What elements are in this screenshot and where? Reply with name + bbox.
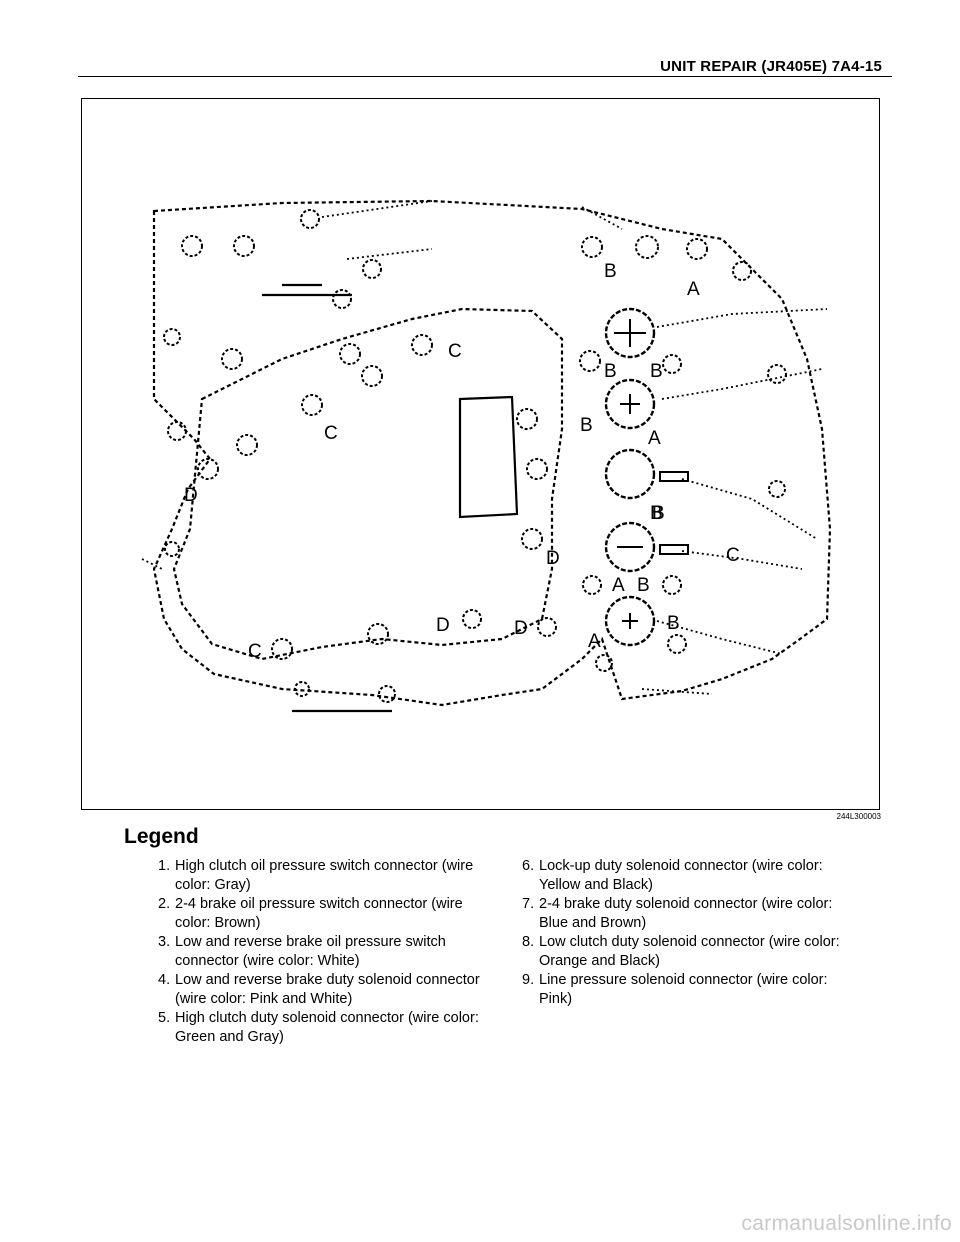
header-rule xyxy=(78,76,892,77)
callout-label: B xyxy=(652,503,665,524)
figure-id: 244L300003 xyxy=(836,812,882,821)
callout-label: A xyxy=(588,631,601,652)
legend-item: 7. 2-4 brake duty solenoid connector (wi… xyxy=(522,896,833,931)
legend-item: 2. 2-4 brake oil pressure switch connect… xyxy=(158,896,463,931)
upper-channel xyxy=(262,283,352,297)
legend-item: 3. Low and reverse brake oil pressure sw… xyxy=(158,934,446,969)
legend-item: 4. Low and reverse brake duty solenoid c… xyxy=(158,972,480,1007)
callout-label: C xyxy=(726,545,740,566)
callout-label: B xyxy=(650,503,663,524)
legend-item: 1. High clutch oil pressure switch conne… xyxy=(158,858,474,893)
figure-frame: B A B B B A B D C C C D D D A B A B B C xyxy=(81,98,880,810)
legend-column-right: 6. Lock-up duty solenoid connector (wire… xyxy=(522,857,852,1009)
legend-heading: Legend xyxy=(124,825,199,848)
callout-label: B xyxy=(604,361,617,382)
callout-label: A xyxy=(687,279,700,300)
legend-column-left: 1. High clutch oil pressure switch conne… xyxy=(158,857,488,1047)
callout-label: D xyxy=(184,485,198,506)
callout-label: B xyxy=(650,361,663,382)
callout-label: B xyxy=(580,415,593,436)
callout-label: D xyxy=(546,548,560,569)
callout-label: D xyxy=(514,618,528,639)
separator-outline xyxy=(172,307,564,661)
callout-label: C xyxy=(324,423,338,444)
callout-label: C xyxy=(448,341,462,362)
callout-label: D xyxy=(436,615,450,636)
callout-label: A xyxy=(648,428,661,449)
page-header-title: UNIT REPAIR (JR405E) 7A4-15 xyxy=(660,58,882,75)
legend-item: 8. Low clutch duty solenoid connector (w… xyxy=(522,934,840,969)
watermark[interactable]: carmanualsonline.info xyxy=(741,1212,952,1235)
valve-body-diagram: B A B B B A B D C C C D D D A B A B B C xyxy=(141,199,832,713)
callout-label: B xyxy=(604,261,617,282)
callout-label: B xyxy=(667,613,680,634)
housing-outline xyxy=(152,199,832,707)
legend-item: 6. Lock-up duty solenoid connector (wire… xyxy=(522,858,823,893)
callout-label: B xyxy=(637,575,650,596)
legend-item: 5. High clutch duty solenoid connector (… xyxy=(158,1010,479,1045)
legend-item: 9. Line pressure solenoid connector (wir… xyxy=(522,972,828,1007)
inner-cavity xyxy=(458,395,519,519)
callout-label: A xyxy=(612,575,625,596)
callout-label: C xyxy=(248,641,262,662)
